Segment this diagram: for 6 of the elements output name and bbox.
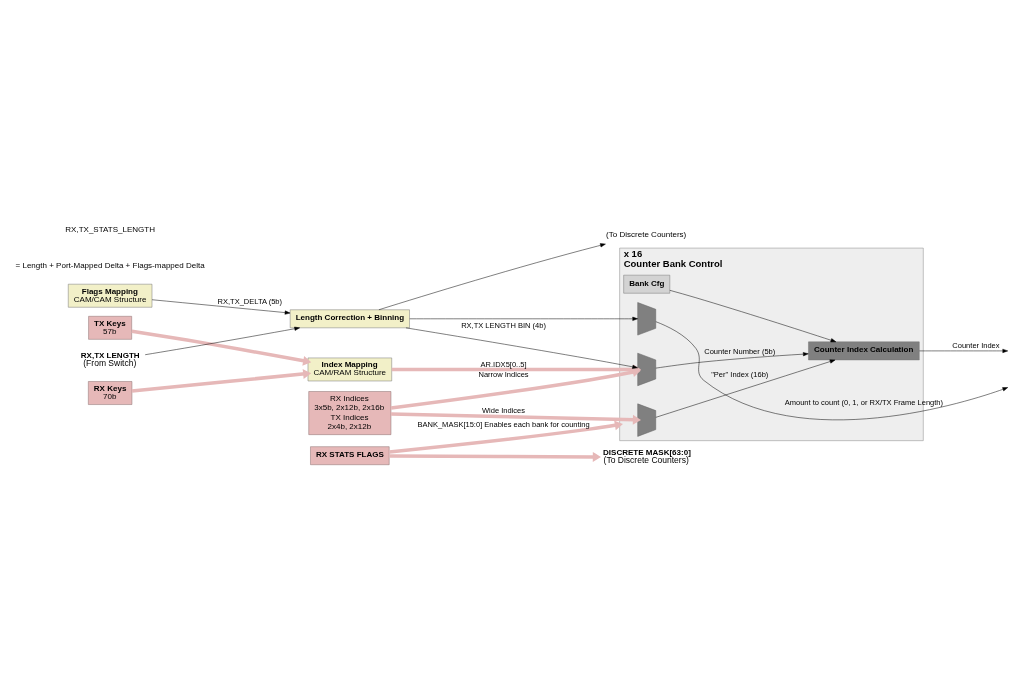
node-text: RX,TX LENGTH	[80, 350, 140, 360]
node-label: x 16	[623, 247, 643, 259]
label: = Length + Port-Mapped Delta + Flags-mapped Delta	[15, 260, 205, 270]
node-text: DISCRETE MASK[63:0]	[603, 447, 691, 457]
label: RX,TX_STATS_LENGTH	[65, 224, 155, 234]
node-text: (To Discrete Counters)	[606, 229, 687, 239]
